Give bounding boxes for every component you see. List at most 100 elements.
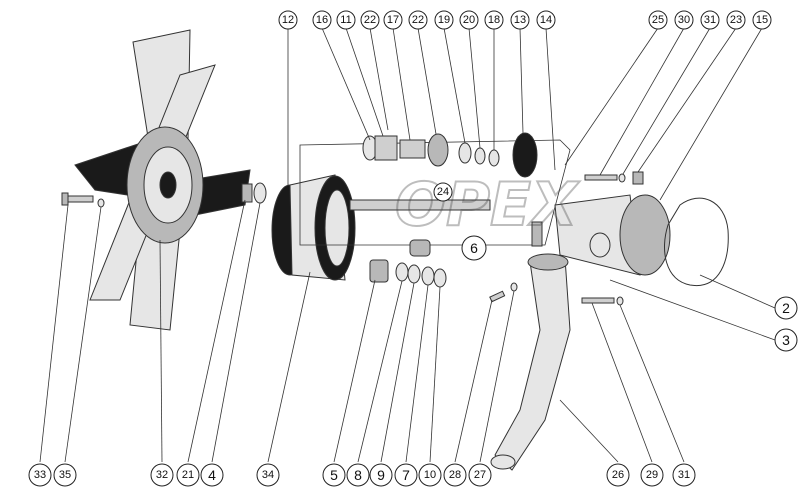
callouts: 12 16 11 22 17 22 19 20 18 13 14 25 30 3… xyxy=(28,10,798,487)
bolt-33-shank xyxy=(64,195,94,203)
svg-text:2: 2 xyxy=(782,300,790,316)
leader-lines xyxy=(39,27,776,463)
callout-17: 17 xyxy=(383,10,403,30)
svg-text:8: 8 xyxy=(354,467,362,483)
callout-18: 18 xyxy=(484,10,504,30)
callout-34: 34 xyxy=(256,463,280,487)
svg-text:24: 24 xyxy=(437,186,449,198)
callout-27: 27 xyxy=(468,463,492,487)
pipe-flange xyxy=(527,253,569,271)
leader-20 xyxy=(468,27,481,149)
leader-23 xyxy=(637,27,737,173)
callout-29: 29 xyxy=(640,463,664,487)
spacer-21 xyxy=(241,183,253,203)
svg-text:12: 12 xyxy=(282,14,294,26)
callout-10: 10 xyxy=(418,463,442,487)
svg-text:18: 18 xyxy=(488,14,500,26)
shaft-24 xyxy=(349,199,491,211)
svg-text:32: 32 xyxy=(156,469,168,481)
fan-assembly xyxy=(74,29,251,331)
callout-19: 19 xyxy=(434,10,454,30)
inlet-pipe xyxy=(490,253,571,471)
svg-text:5: 5 xyxy=(330,467,338,483)
callout-33: 33 xyxy=(28,463,52,487)
leader-27 xyxy=(479,290,515,463)
callout-5: 5 xyxy=(322,463,346,487)
svg-text:10: 10 xyxy=(424,469,436,481)
svg-text:3: 3 xyxy=(782,332,790,348)
leader-31b xyxy=(619,304,685,463)
gasket-2 xyxy=(663,197,729,286)
callout-16: 16 xyxy=(312,10,332,30)
bolt-33-head xyxy=(61,192,69,206)
leader-30 xyxy=(599,27,685,176)
ring-4 xyxy=(253,182,267,204)
washer-31b xyxy=(616,296,624,306)
seal-19 xyxy=(458,142,472,164)
callout-11: 11 xyxy=(336,10,356,30)
leader-15 xyxy=(659,27,763,201)
bolt-29 xyxy=(581,297,615,304)
ring-7 xyxy=(421,266,435,286)
leader-25 xyxy=(564,27,659,166)
svg-text:19: 19 xyxy=(438,14,450,26)
pipe-26 xyxy=(494,257,571,471)
fan-hub-bore xyxy=(159,171,177,199)
callout-2: 2 xyxy=(774,296,798,320)
leader-28 xyxy=(454,299,493,463)
callout-12: 12 xyxy=(278,10,298,30)
washer-27 xyxy=(510,282,518,292)
leader-34 xyxy=(267,271,311,463)
svg-text:28: 28 xyxy=(449,469,461,481)
leader-26 xyxy=(559,399,619,463)
ring-8 xyxy=(395,262,409,282)
impeller-13 xyxy=(512,132,538,178)
svg-text:31: 31 xyxy=(704,14,716,26)
leader-22a xyxy=(369,27,389,131)
callout-35: 35 xyxy=(53,463,77,487)
svg-text:6: 6 xyxy=(470,240,478,256)
callout-32: 32 xyxy=(150,463,174,487)
callout-14: 14 xyxy=(536,10,556,30)
leader-31a xyxy=(622,27,711,175)
sleeve-5 xyxy=(369,259,389,283)
svg-text:27: 27 xyxy=(474,469,486,481)
callout-31a: 31 xyxy=(700,10,720,30)
plug-23 xyxy=(632,171,644,185)
svg-text:33: 33 xyxy=(34,469,46,481)
svg-text:11: 11 xyxy=(340,14,351,26)
fan-bolt xyxy=(61,192,105,208)
callout-31b: 31 xyxy=(672,463,696,487)
svg-text:9: 9 xyxy=(377,467,385,483)
leader-16 xyxy=(321,27,371,141)
bolt-28 xyxy=(489,290,506,303)
svg-text:30: 30 xyxy=(678,14,690,26)
svg-text:34: 34 xyxy=(262,469,274,481)
ring-18 xyxy=(488,149,500,167)
washer-35 xyxy=(97,198,105,208)
washer-31a xyxy=(618,173,626,183)
svg-text:20: 20 xyxy=(463,14,475,26)
callout-3: 3 xyxy=(774,328,798,352)
callout-24: 24 xyxy=(433,182,453,202)
leader-13 xyxy=(519,27,524,134)
callout-13: 13 xyxy=(510,10,530,30)
callout-28: 28 xyxy=(443,463,467,487)
ring-20 xyxy=(474,147,486,165)
leader-2 xyxy=(699,274,776,309)
pulley-assembly xyxy=(271,174,356,281)
svg-text:22: 22 xyxy=(412,14,424,26)
leader-35 xyxy=(64,206,102,463)
leader-22b xyxy=(417,27,437,135)
svg-text:15: 15 xyxy=(756,14,768,26)
seal-kit xyxy=(369,259,447,288)
spacer-17 xyxy=(399,139,426,159)
svg-text:31: 31 xyxy=(678,469,690,481)
callout-9: 9 xyxy=(369,463,393,487)
svg-text:7: 7 xyxy=(402,467,410,483)
leader-9 xyxy=(380,282,415,463)
housing-flange xyxy=(619,194,671,276)
callout-26: 26 xyxy=(606,463,630,487)
pulley-groove xyxy=(324,189,350,267)
